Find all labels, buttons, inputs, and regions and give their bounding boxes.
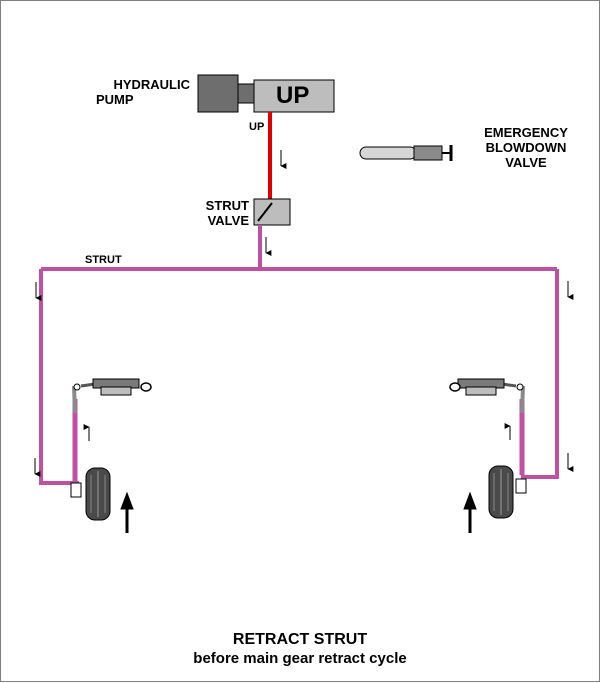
strut-lines	[39, 225, 559, 489]
flow-arrows	[34, 150, 574, 477]
emergency-label-line2: BLOWDOWN	[485, 140, 567, 155]
emergency-label-line3: VALVE	[505, 155, 547, 170]
hydraulic-pump-label-line1: HYDRAULIC	[113, 77, 190, 92]
pump-state-label: UP	[276, 82, 310, 109]
strut-valve-label-line1: STRUT	[205, 198, 249, 213]
caption-subtitle: before main gear retract cycle	[193, 650, 407, 667]
emergency-label-line1: EMERGENCY	[484, 125, 568, 140]
hydraulic-pump-label: HYDRAULIC PUMP	[94, 77, 190, 107]
strut-line-label: STRUT	[85, 254, 122, 266]
emergency-blowdown-valve	[359, 145, 453, 161]
gear-movement-arrows	[120, 491, 477, 533]
pressure-line-up-label: UP	[249, 121, 265, 133]
emergency-blowdown-valve-label: EMERGENCY BLOWDOWN VALVE	[471, 125, 581, 170]
left-landing-gear	[70, 378, 152, 521]
hydraulic-pump-label-line2: PUMP	[96, 92, 134, 107]
caption: RETRACT STRUT before main gear retract c…	[1, 630, 599, 668]
strut-valve	[253, 198, 291, 226]
caption-title: RETRACT STRUT	[232, 631, 368, 648]
right-landing-gear	[449, 378, 527, 519]
hydraulic-pump	[197, 74, 335, 113]
strut-valve-label-line2: VALVE	[207, 213, 249, 228]
strut-valve-label: STRUT VALVE	[195, 198, 249, 228]
